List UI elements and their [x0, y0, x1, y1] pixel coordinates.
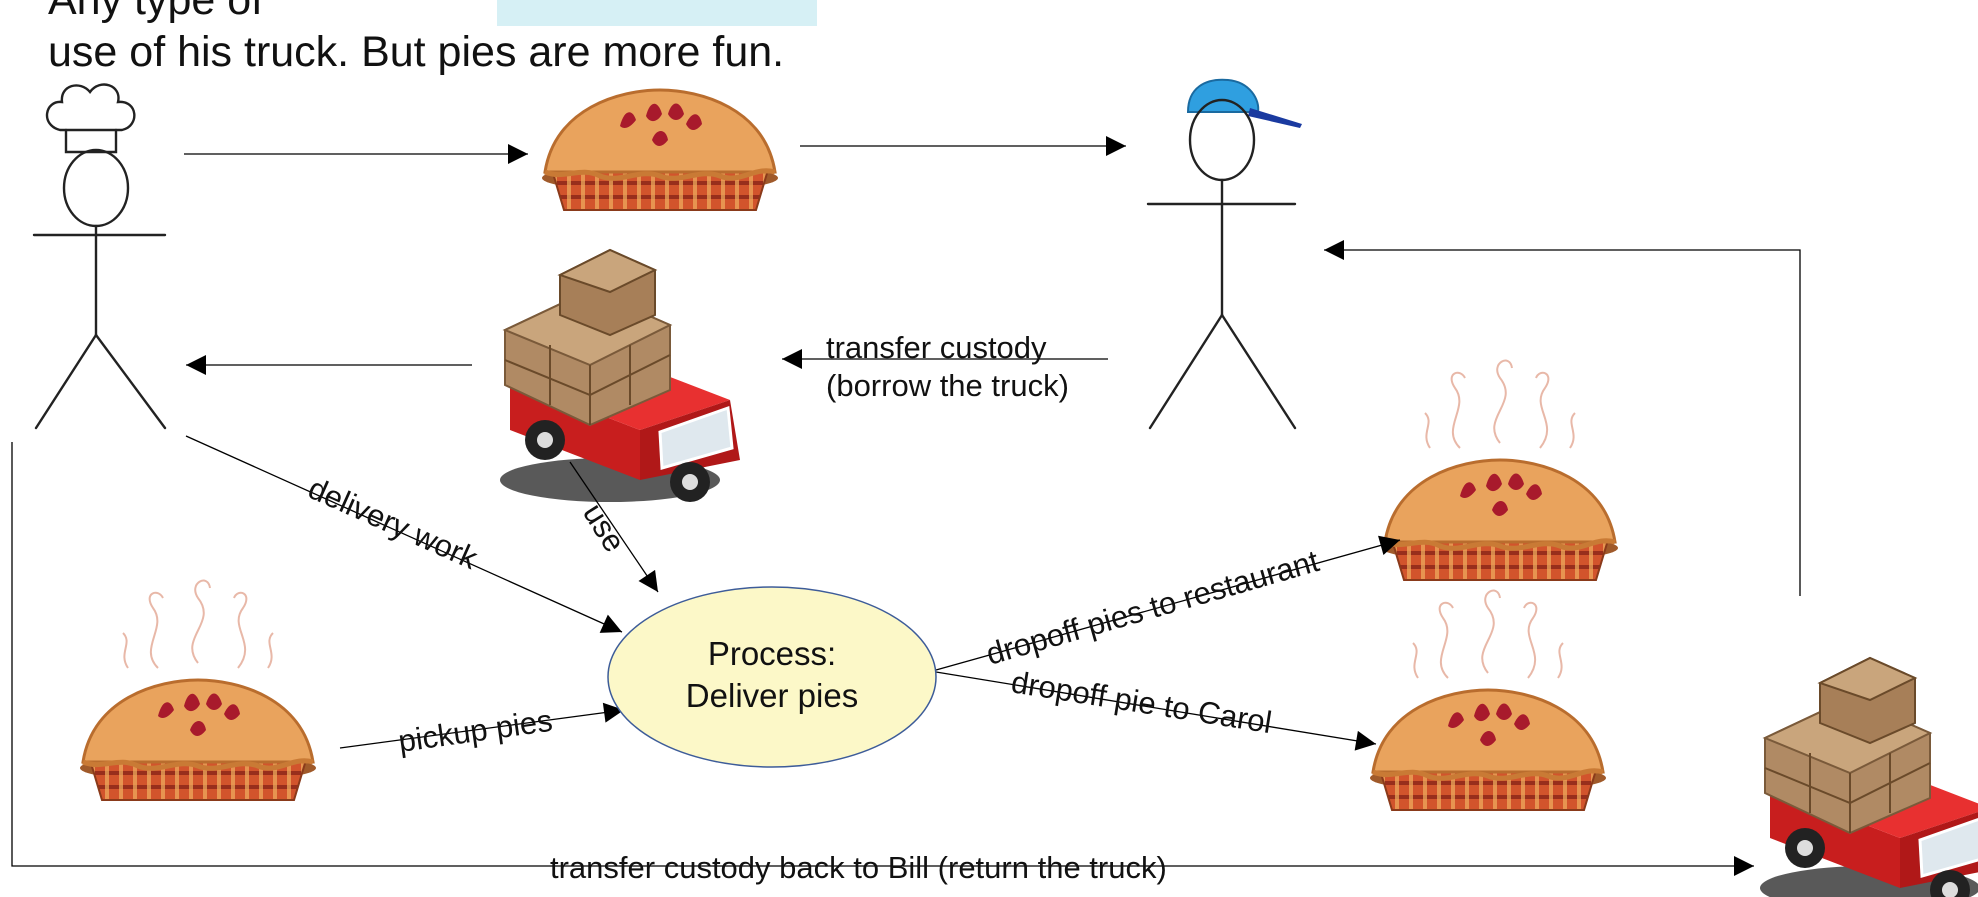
- truck-icon-returned: [1758, 656, 1978, 897]
- intro-highlight: [497, 0, 818, 26]
- arrow-use: [569, 461, 659, 593]
- arrow-dropoff-restaurant: [935, 535, 1401, 671]
- label-dropoff-restaurant: dropoff pies to restaurant: [982, 543, 1323, 672]
- pie-icon-restaurant: [1382, 359, 1618, 580]
- intro-line-1-start: Any type of: [48, 0, 264, 24]
- label-dropoff-carol: dropoff pie to Carol: [1009, 664, 1274, 740]
- intro-line-1: Any type of: [48, 0, 1948, 26]
- process-node: Process: Deliver pies: [607, 586, 937, 768]
- intro-paragraph: Any type of use of his truck. But pies a…: [48, 0, 1948, 78]
- label-delivery-work: delivery work: [303, 470, 483, 576]
- arrow-truck-to-driver: [1324, 240, 1801, 596]
- label-return-truck: transfer custody back to Bill (return th…: [550, 850, 1167, 885]
- arrow-return-truck: [11, 442, 1754, 876]
- label-use: use: [576, 497, 632, 558]
- process-title: Process:: [708, 635, 836, 672]
- chef-stick-figure-icon: [32, 83, 167, 430]
- arrow-pickup-pies: [339, 702, 625, 749]
- intro-line-2: use of his truck. But pies are more fun.: [48, 28, 785, 76]
- label-pickup-pies: pickup pies: [396, 703, 554, 759]
- pie-icon-carol: [1370, 589, 1606, 810]
- label-borrow-truck: (borrow the truck): [826, 368, 1069, 403]
- arrow-delivery-work: [185, 435, 623, 633]
- truck-icon-borrowed: [498, 248, 742, 504]
- process-subtitle: Deliver pies: [686, 677, 858, 714]
- cap-stick-figure-icon: [1146, 78, 1302, 430]
- arrow-dropoff-carol: [935, 671, 1377, 751]
- label-transfer-custody: transfer custody: [826, 330, 1047, 365]
- pie-icon-top: [542, 90, 778, 210]
- process-ellipse: [607, 586, 937, 768]
- pie-icon-left: [80, 579, 316, 800]
